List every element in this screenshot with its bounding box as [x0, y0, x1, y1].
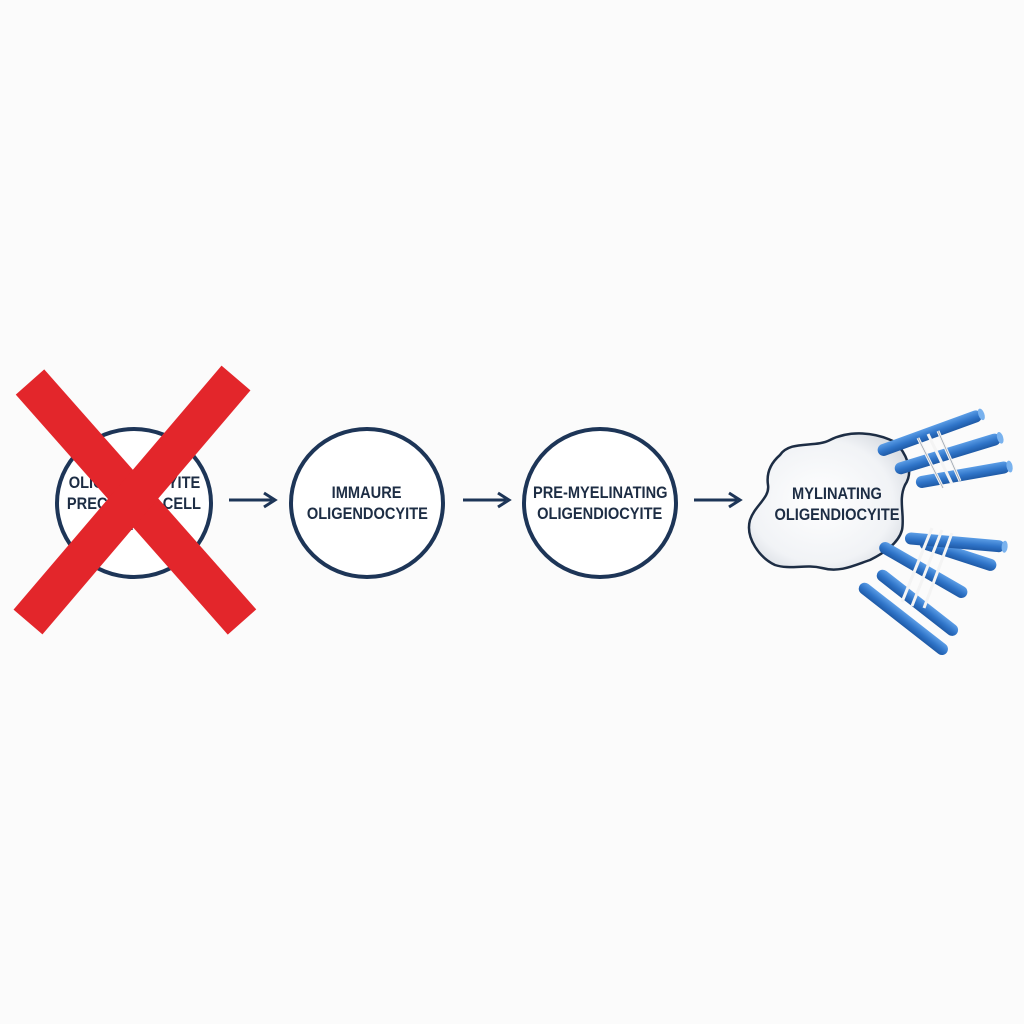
stage-myelinating-label-line2: OLIGENDIOCYITE	[774, 505, 900, 524]
stage-opc-circle: OLIGENDROCYITE PRECLUSOR CELL (OPC)	[55, 427, 213, 579]
stage-myelinating-label: MYLINATING OLIGENDIOCYITE	[762, 483, 912, 525]
stage-pre-myelinating-circle: PRE-MYELINATING OLIGENDIOCYITE	[522, 427, 678, 579]
stage-pre-myelinating-label-line1: PRE-MYELINATING	[532, 483, 668, 502]
stage-opc-label-line2: PRECLUSOR CELL	[66, 493, 202, 513]
arrow-right-icon	[463, 491, 512, 509]
stage-myelinating-label-line1: MYLINATING	[792, 484, 882, 503]
arrow-right-icon	[694, 491, 743, 509]
stage-immature-circle: IMMAURE OLIGENDOCYITE	[289, 427, 445, 579]
stage-opc-label-line1: OLIGENDROCYITE	[68, 472, 200, 492]
arrow-right-icon	[229, 491, 278, 509]
stage-pre-myelinating-label-line2: OLIGENDIOCYITE	[537, 504, 663, 523]
upper-axon-bundle	[877, 408, 1013, 489]
stage-immature-label-line2: OLIGENDOCYITE	[306, 504, 428, 523]
stage-immature-label-line1: IMMAURE	[332, 483, 402, 502]
lower-axon-bundle	[858, 527, 1008, 656]
stage-opc-label-line3: (OPC)	[113, 514, 155, 534]
